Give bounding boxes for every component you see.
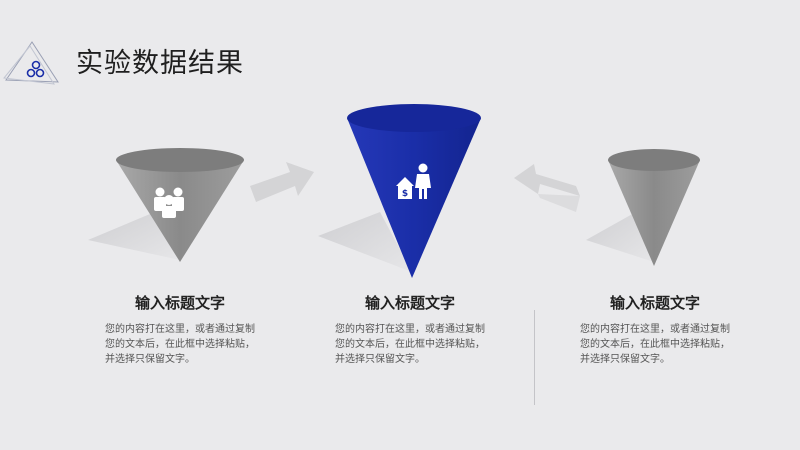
card-title: 输入标题文字 (364, 294, 455, 312)
divider (534, 310, 535, 405)
logo-triangle-icon (3, 41, 59, 85)
house-person-icon: $ (396, 163, 431, 199)
arrow-left-icon (514, 164, 580, 212)
card-title: 输入标题文字 (609, 294, 700, 312)
arrow-right-icon (250, 162, 314, 202)
info-card-left: 输入标题文字 您的内容打在这里，或者通过复制您的文本后，在此框中选择粘贴，并选择… (80, 292, 280, 367)
card-description: 您的内容打在这里，或者通过复制您的文本后，在此框中选择粘贴，并选择只保留文字。 (335, 324, 485, 365)
card-title: 输入标题文字 (134, 294, 225, 312)
cone-right (608, 149, 700, 266)
cone-shadow-center (318, 212, 412, 272)
cone-shadow-left (88, 214, 180, 260)
info-card-right: 输入标题文字 您的内容打在这里，或者通过复制您的文本后，在此框中选择粘贴，并选择… (555, 292, 755, 367)
card-description: 您的内容打在这里，或者通过复制您的文本后，在此框中选择粘贴，并选择只保留文字。 (580, 324, 730, 365)
page-title: 实验数据结果 (76, 48, 244, 79)
svg-text:$: $ (402, 189, 408, 199)
card-description: 您的内容打在这里，或者通过复制您的文本后，在此框中选择粘贴，并选择只保留文字。 (105, 324, 255, 365)
info-card-center: 输入标题文字 您的内容打在这里，或者通过复制您的文本后，在此框中选择粘贴，并选择… (310, 292, 510, 367)
group-people-icon (154, 187, 184, 218)
cone-center (347, 104, 481, 278)
